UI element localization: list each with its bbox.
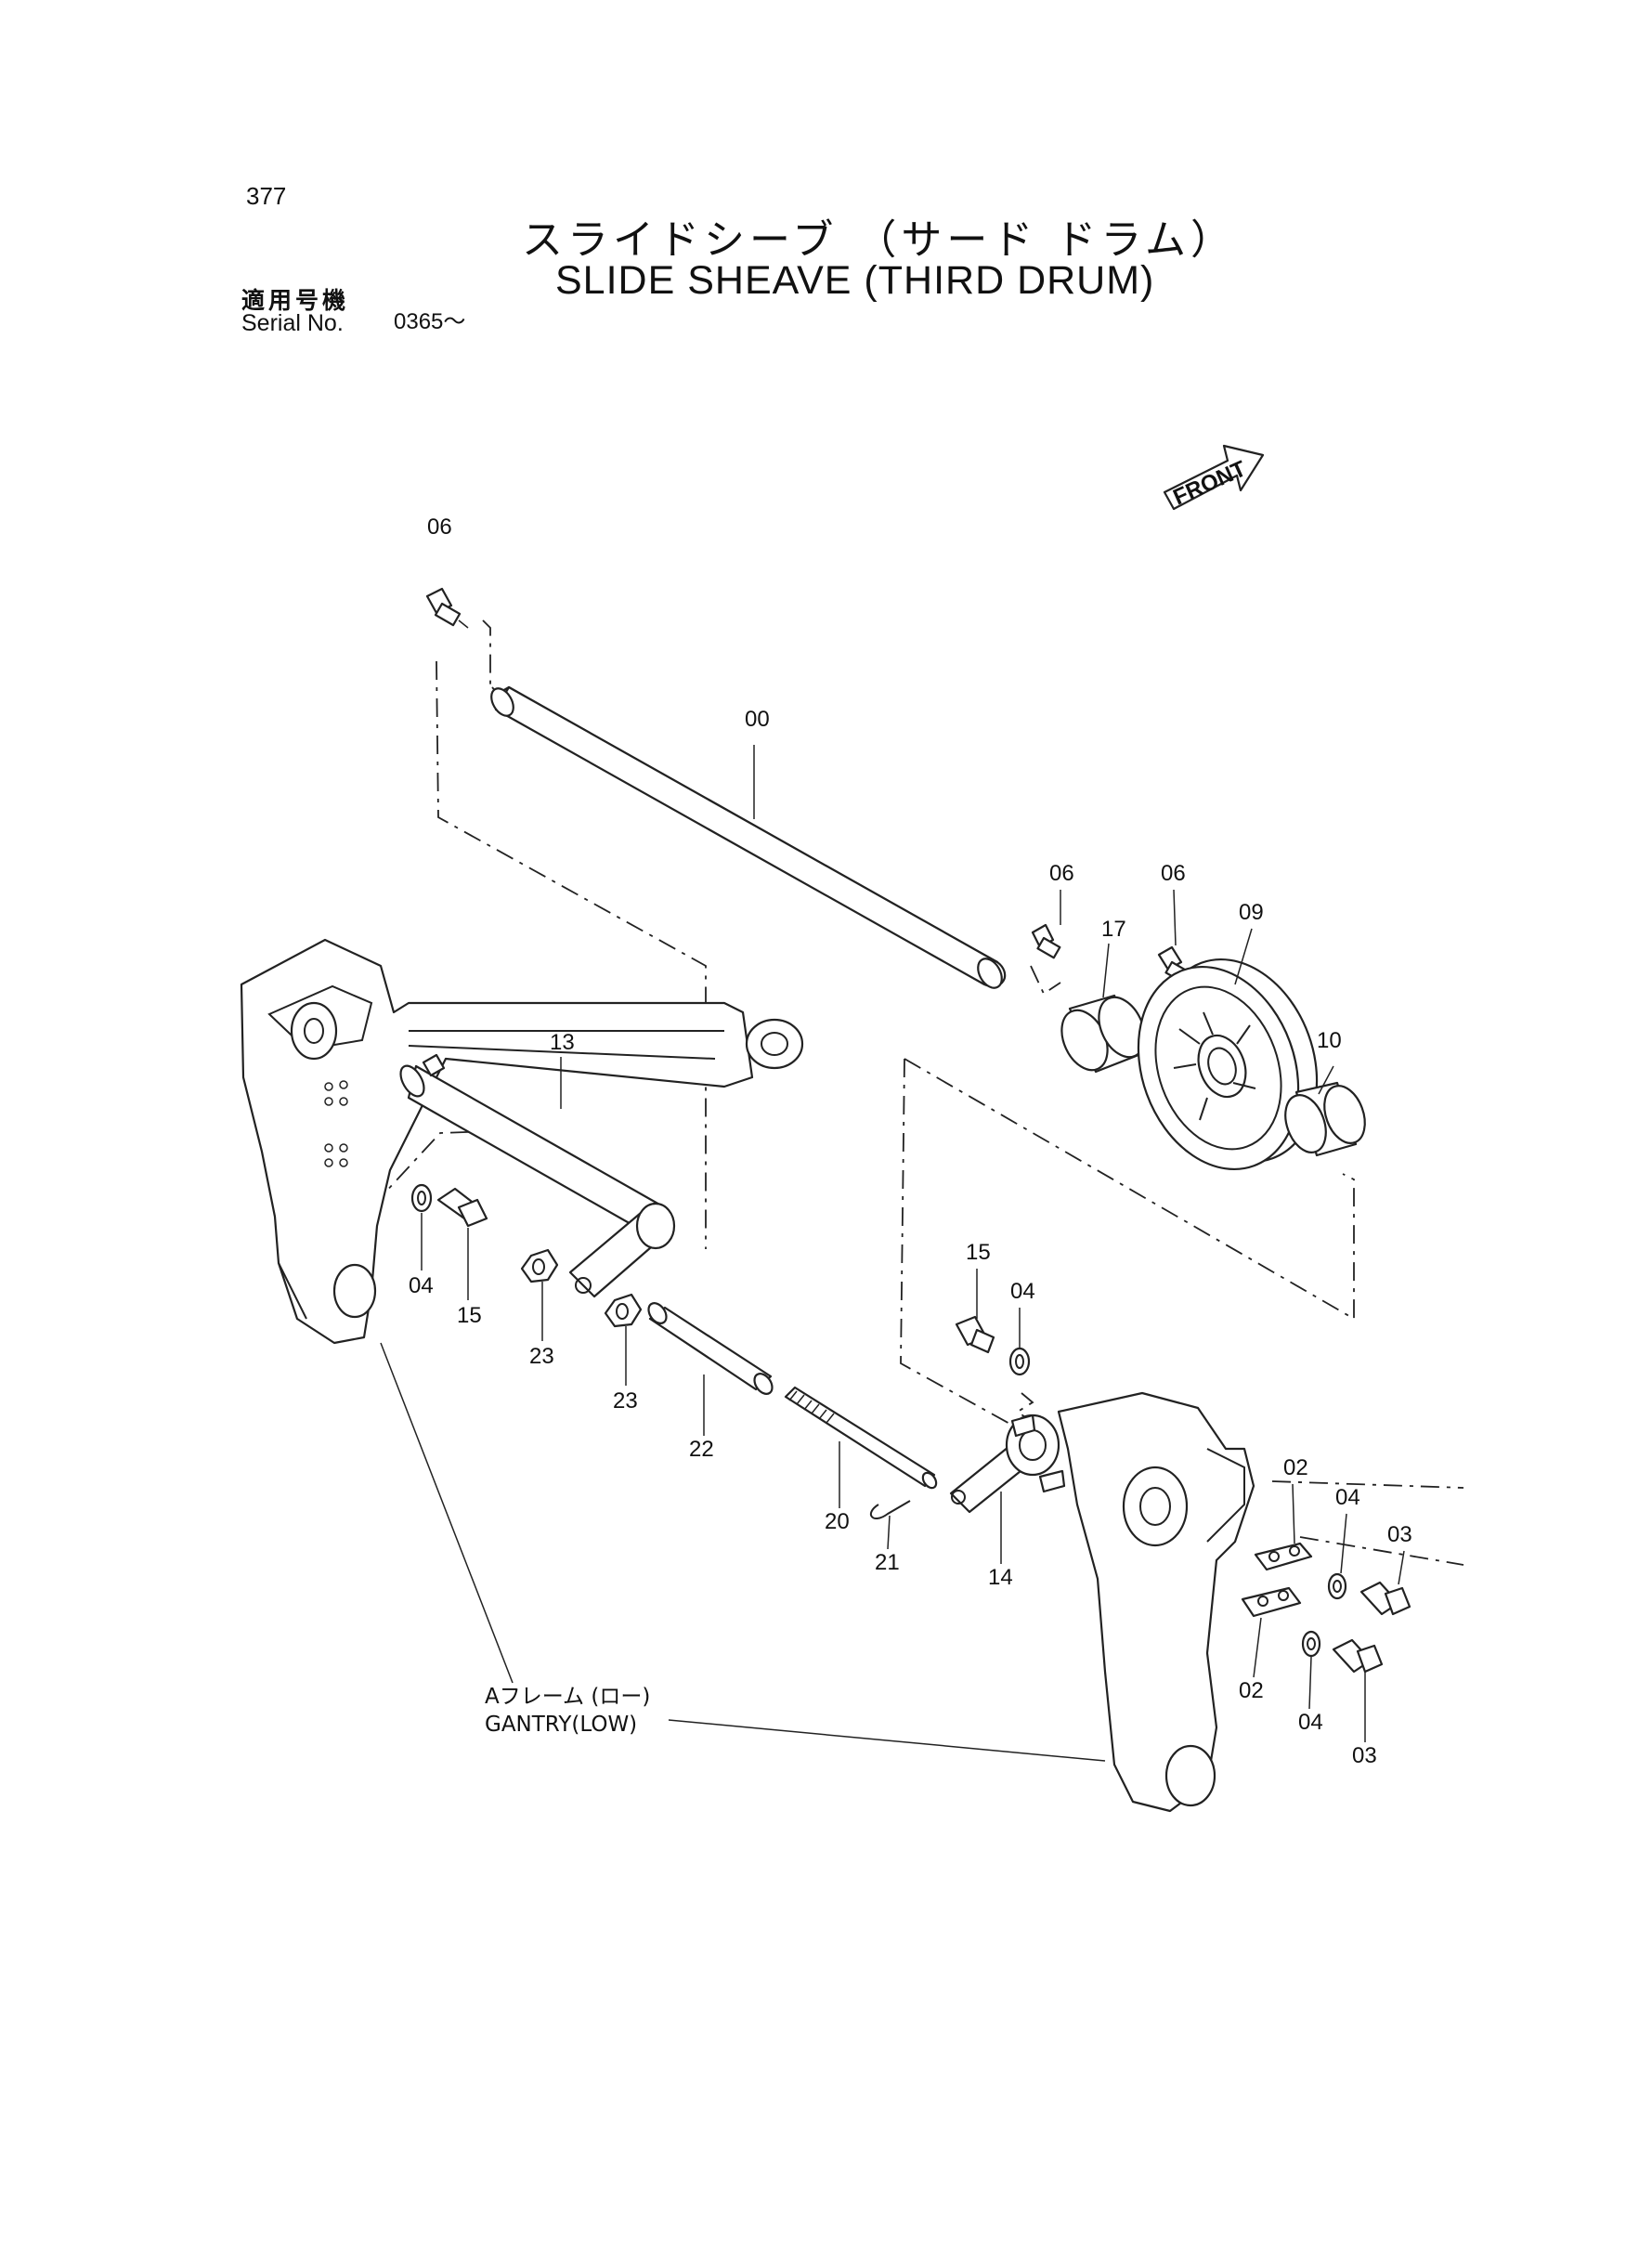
callout-06: 06 xyxy=(1049,861,1074,886)
callout-06: 06 xyxy=(427,515,452,540)
gantry-note: Aフレーム (ロー) GANTRY(LOW) xyxy=(485,1685,650,1737)
callout-04: 04 xyxy=(409,1273,434,1298)
grease-fitting-06-mid xyxy=(1031,923,1061,959)
serial-label: Serial No. xyxy=(241,310,344,336)
callout-02: 02 xyxy=(1239,1678,1264,1703)
bolt-part-03-lower xyxy=(1332,1638,1384,1674)
washer-part-04-right-lower xyxy=(1301,1630,1321,1658)
tube-part-22 xyxy=(647,1302,774,1395)
plate-part-02-lower xyxy=(1241,1586,1302,1618)
callout-10: 10 xyxy=(1317,1028,1342,1053)
front-label: FRONT xyxy=(1169,456,1250,510)
shaft-part-00 xyxy=(490,685,1007,989)
serial-value: 0365～ xyxy=(394,309,466,334)
sheave-part-09 xyxy=(1137,958,1319,1171)
callout-13: 13 xyxy=(550,1030,575,1055)
callout-15: 15 xyxy=(966,1240,991,1265)
plate-part-02-upper xyxy=(1254,1542,1313,1571)
callout-20: 20 xyxy=(825,1509,850,1534)
callout-03: 03 xyxy=(1387,1522,1412,1547)
callout-14: 14 xyxy=(988,1565,1013,1590)
leader-lines xyxy=(380,745,1405,1762)
washer-part-04-right-upper xyxy=(1327,1572,1347,1600)
lever-part-13 xyxy=(399,1053,676,1298)
gantry-note-english: GANTRY(LOW) xyxy=(485,1713,637,1737)
bolt-part-15-mid xyxy=(955,1315,995,1354)
callout-22: 22 xyxy=(689,1437,714,1462)
callout-03: 03 xyxy=(1352,1743,1377,1768)
gantry-frame-right xyxy=(1057,1391,1255,1813)
callout-04: 04 xyxy=(1335,1485,1360,1510)
callout-23: 23 xyxy=(613,1388,638,1414)
serial-label-japanese: 適用号機 xyxy=(241,287,350,314)
bracket-part-14 xyxy=(949,1414,1066,1514)
nut-part-23-b xyxy=(604,1293,643,1328)
page-number: 377 xyxy=(246,182,287,210)
callout-04: 04 xyxy=(1010,1279,1035,1304)
grease-fitting-06-top xyxy=(425,587,469,629)
title-japanese: スライドシーブ （サード ドラム） xyxy=(522,216,1237,264)
callout-15: 15 xyxy=(457,1303,482,1328)
gantry-note-japanese: Aフレーム (ロー) xyxy=(485,1685,650,1709)
front-arrow-icon: FRONT xyxy=(1163,444,1265,510)
cotter-pin-part-21 xyxy=(869,1500,911,1519)
callout-labels: 06 00 06 06 09 17 10 13 04 15 23 23 22 1… xyxy=(409,515,1412,1768)
gantry-frame-left xyxy=(240,938,804,1345)
washer-part-04-left xyxy=(410,1183,433,1213)
nut-part-23-a xyxy=(520,1248,559,1283)
callout-09: 09 xyxy=(1239,900,1264,925)
bolt-part-03-upper xyxy=(1359,1581,1411,1616)
callout-23: 23 xyxy=(529,1344,554,1369)
washer-part-04-mid xyxy=(1008,1347,1031,1376)
callout-17: 17 xyxy=(1101,917,1126,942)
callout-04: 04 xyxy=(1298,1710,1323,1735)
title-english: SLIDE SHEAVE (THIRD DRUM) xyxy=(555,258,1155,303)
callout-02: 02 xyxy=(1283,1455,1308,1480)
callout-21: 21 xyxy=(875,1550,900,1575)
callout-06: 06 xyxy=(1161,861,1186,886)
bolt-part-15-left xyxy=(436,1187,488,1228)
bushing-part-17 xyxy=(1060,994,1146,1074)
callout-00: 00 xyxy=(745,707,770,732)
threaded-rod-part-20 xyxy=(784,1386,938,1490)
